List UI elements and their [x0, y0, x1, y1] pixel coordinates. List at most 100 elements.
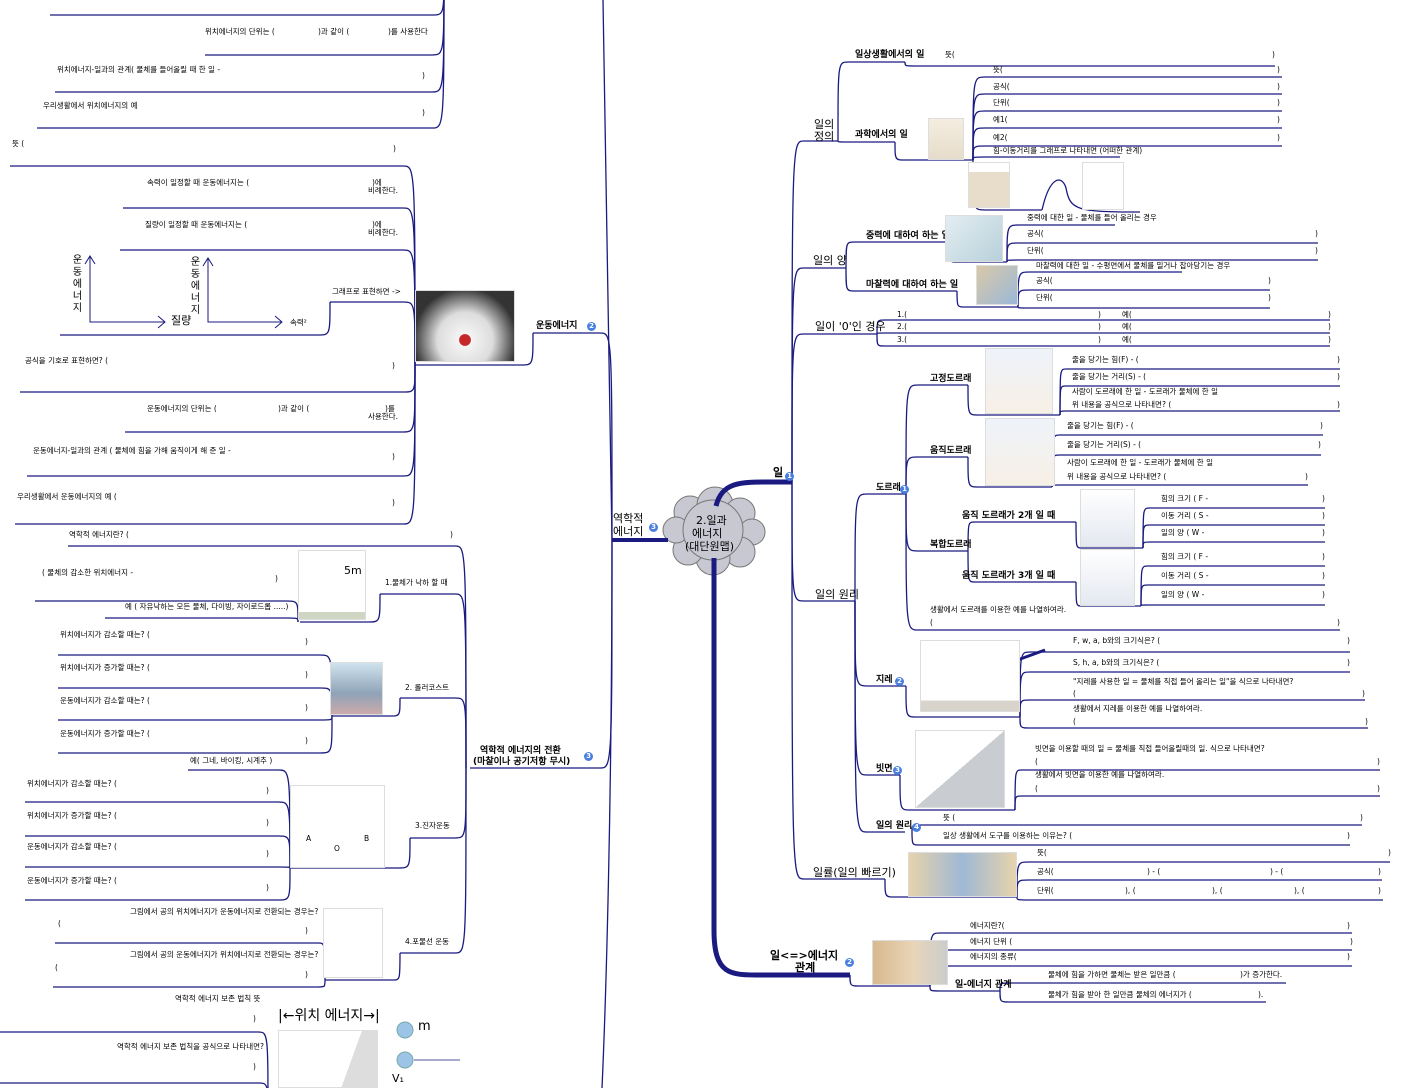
three-pulleys-item: 일의 양 ( W - — [1161, 590, 1205, 599]
closing-paren: ) — [393, 144, 396, 153]
relation-label[interactable]: 관계 — [795, 961, 816, 974]
principle-label[interactable]: 일의 원리 — [815, 588, 859, 601]
info-badge-icon[interactable]: 3 — [584, 752, 593, 761]
closing-paren: ) — [1277, 133, 1280, 142]
lever-item: "지레를 사용한 일 = 물체를 직접 들어 올리는 일"을 식으로 나타내면? — [1073, 677, 1294, 686]
branch-line — [15, 364, 416, 525]
incline-label[interactable]: 빗면 — [876, 764, 893, 774]
closing-paren: ) — [422, 71, 425, 80]
kinetic-work-relation: 운동에너지-일과의 관계 ( 물체에 힘을 가해 움직이게 해 준 일 - — [33, 446, 231, 455]
three-pulleys-label[interactable]: 움직 도르래가 3개 일 때 — [962, 571, 1056, 581]
pendulum-label[interactable]: 3.진자운동 — [415, 821, 450, 830]
kinetic-formula: 공식을 기호로 표현하면? ( — [25, 356, 109, 365]
zero-item: 1.( — [897, 310, 908, 319]
roller-label[interactable]: 2. 롤러코스트 — [405, 683, 450, 692]
falling-label[interactable]: 1.물체가 낙하 할 때 — [385, 578, 448, 587]
info-badge-icon[interactable]: 1 — [900, 485, 909, 494]
info-badge-icon[interactable]: 2 — [845, 958, 854, 967]
branch-line — [332, 697, 401, 717]
pendulum-image — [290, 785, 385, 868]
branch-line — [905, 493, 1340, 631]
kinetic-label[interactable]: 운동에너지 — [536, 321, 578, 331]
projectile-label[interactable]: 4.포물선 운동 — [405, 937, 450, 946]
power-label[interactable]: 일률(일의 빠르기) — [813, 866, 896, 879]
closing-paren: ) — [305, 670, 308, 679]
info-badge-icon[interactable]: 3 — [649, 523, 658, 532]
two-pulleys-label[interactable]: 움직 도르래가 2개 일 때 — [962, 511, 1056, 521]
branch-line — [1140, 604, 1325, 607]
conservation-item: 역학적 에너지 보존 법칙을 공식으로 나타내면? — [117, 1042, 264, 1051]
closing-paren: ) — [1337, 618, 1340, 627]
branch-work-label[interactable]: 일 — [773, 466, 784, 479]
zero-item: 2.( — [897, 322, 908, 331]
definition-label[interactable]: 정의 — [814, 130, 835, 143]
closing-paren: ) — [422, 108, 425, 117]
science-work-label[interactable]: 과학에서의 일 — [855, 130, 908, 140]
potential-unit: )를 사용한다 — [388, 27, 428, 36]
relation-label[interactable]: 일<=>에너지 — [770, 949, 839, 962]
two-pulleys-item: 일의 양 ( W - — [1161, 528, 1205, 537]
fixed-pulley-item: 위 내용을 공식으로 나타내면? ( — [1072, 400, 1172, 409]
closing-paren: ) — [1098, 322, 1101, 331]
info-badge-icon[interactable]: 2 — [587, 322, 596, 331]
branch-line — [999, 982, 1286, 992]
power-formula-sep: ) - ( — [1147, 867, 1161, 876]
conversion-label[interactable]: (마찰이나 공기저항 무시) — [473, 757, 571, 767]
closing-paren: ) — [1328, 322, 1331, 331]
central-topic-line: 2.일과 — [696, 514, 727, 527]
main-link-work — [713, 479, 792, 507]
friction-item: 마찰력에 대한 일 - 수평면에서 물체를 밀거나 잡아당기는 경우 — [1036, 261, 1231, 270]
lever-item: S, h, a, b와의 크기식은? ( — [1073, 658, 1160, 667]
closing-paren: ) — [1098, 335, 1101, 344]
three-pulleys-item: 힘의 크기 ( F - — [1161, 552, 1209, 561]
movable-pulley-item: 사람이 도르래에 한 일 - 도르래가 물체에 한 일 — [1067, 458, 1213, 467]
pendulum-item: 운동에너지가 감소할 때는? ( — [27, 842, 117, 851]
closing-paren: ) — [1350, 937, 1353, 946]
pendulum-item: 운동에너지가 증가할 때는? ( — [27, 876, 117, 885]
amount-label[interactable]: 일의 양 — [813, 254, 847, 267]
closing-paren: ) — [1337, 372, 1340, 381]
potential-unit: 위치에너지의 단위는 ( — [205, 27, 275, 36]
movable-pulley-image — [985, 418, 1055, 486]
definition-label[interactable]: 일의 — [814, 118, 835, 131]
closing-paren: ) — [1388, 848, 1391, 857]
closing-paren: ) — [1377, 757, 1380, 766]
gravity-work-label[interactable]: 중력에 대하여 하는 일 — [866, 231, 950, 241]
bowling-image — [415, 290, 515, 362]
compound-pulley-label[interactable]: 복합도르래 — [930, 540, 972, 550]
info-badge-icon[interactable]: 2 — [895, 677, 904, 686]
pulley-label[interactable]: 도르래 — [876, 483, 901, 493]
mechanical-label[interactable]: 에너지 — [613, 525, 644, 538]
work-energy-label[interactable]: 일-에너지 관계 — [955, 980, 1012, 990]
branch-line — [300, 593, 381, 623]
conversion-label[interactable]: 역학적 에너지의 전환 — [480, 746, 561, 756]
friction-work-image — [976, 265, 1018, 305]
kinetic-examples: 우리생활에서 운동에너지의 예 ( — [17, 492, 117, 501]
main-link-relation — [711, 558, 850, 978]
lever-label[interactable]: 지레 — [876, 675, 893, 685]
branch-line — [330, 301, 416, 366]
closing-paren: ) — [1337, 400, 1340, 409]
central-topic-cloud[interactable] — [662, 486, 766, 576]
mechanical-label[interactable]: 역학적 — [613, 512, 644, 525]
fixed-pulley-item: 사람이 도르래에 한 일 - 도르래가 물체에 한 일 — [1072, 387, 1218, 396]
incline-item: ( — [1035, 784, 1038, 793]
info-badge-icon[interactable]: 1 — [785, 472, 794, 481]
closing-paren: ) — [1320, 421, 1323, 430]
zero-work-label[interactable]: 일이 '0'인 경우 — [815, 320, 886, 333]
branch-line — [470, 539, 613, 769]
graph-axes — [202, 257, 283, 329]
branch-line — [854, 600, 906, 687]
power-formula: 공식( — [1037, 867, 1054, 876]
friction-work-label[interactable]: 마찰력에 대하여 하는 일 — [866, 280, 959, 290]
principle-of-work-label[interactable]: 일의 원리 — [876, 821, 913, 831]
fixed-pulley-label[interactable]: 고정도르래 — [930, 374, 972, 384]
info-badge-icon[interactable]: 3 — [893, 766, 902, 775]
everyday-work-label[interactable]: 일상생활에서의 일 — [855, 50, 925, 60]
closing-paren: ) — [305, 970, 308, 979]
graph-axes — [84, 255, 166, 329]
movable-pulley-label[interactable]: 움직도르래 — [930, 446, 972, 456]
info-badge-icon[interactable]: 4 — [912, 823, 921, 832]
closing-paren: ) — [1365, 717, 1368, 726]
